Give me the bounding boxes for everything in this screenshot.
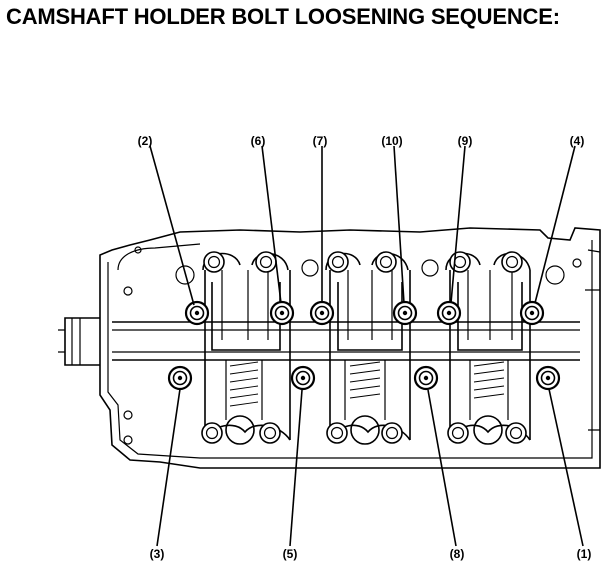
bolt-9 xyxy=(436,300,462,326)
rocker-arms xyxy=(202,251,531,273)
head-outline xyxy=(58,227,601,469)
holder-bolts xyxy=(167,300,561,391)
bolt-5 xyxy=(290,365,316,391)
bolt-10 xyxy=(392,300,418,326)
camshaft-holder-3 xyxy=(449,270,531,441)
bolt-6 xyxy=(269,300,295,326)
bolt-7 xyxy=(309,300,335,326)
callout-3: (3) xyxy=(150,547,165,561)
callout-9: (9) xyxy=(458,134,473,148)
callout-2: (2) xyxy=(138,134,153,148)
callout-5: (5) xyxy=(283,547,298,561)
camshaft-holder-2 xyxy=(329,270,411,441)
spark-plug-bosses xyxy=(175,259,565,285)
bolt-3 xyxy=(167,365,193,391)
callout-8: (8) xyxy=(450,547,465,561)
callout-6: (6) xyxy=(251,134,266,148)
bolt-4 xyxy=(519,300,545,326)
callout-10: (10) xyxy=(381,134,402,148)
camshaft-channel xyxy=(112,321,580,361)
callout-4: (4) xyxy=(570,134,585,148)
bolt-1 xyxy=(535,365,561,391)
valve-retainers xyxy=(201,415,527,445)
page-title: CAMSHAFT HOLDER BOLT LOOSENING SEQUENCE: xyxy=(6,4,560,29)
bolt-8 xyxy=(413,365,439,391)
leader-lines xyxy=(149,145,584,547)
callout-1: (1) xyxy=(577,547,592,561)
callout-7: (7) xyxy=(313,134,328,148)
camshaft-holder-1 xyxy=(204,270,291,441)
bolt-2 xyxy=(184,300,210,326)
